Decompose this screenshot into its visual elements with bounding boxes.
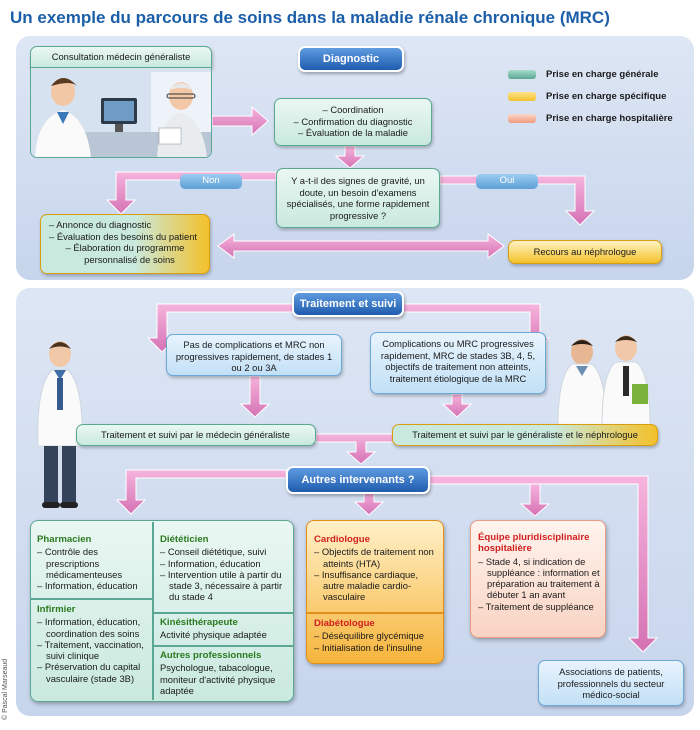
header-diagnostic: Diagnostic	[298, 46, 404, 72]
arrow-left-follow	[239, 375, 271, 418]
gp-doctor-illustration	[37, 341, 83, 508]
green-divider-h3	[152, 645, 294, 647]
green-divider-h2	[152, 612, 294, 614]
kine-text: Activité physique adaptée	[160, 629, 267, 641]
label-oui: Oui	[476, 174, 538, 189]
legend-swatch-hospital	[508, 114, 536, 123]
pharmacien-item-1: – Contrôle des prescriptions médicamente…	[37, 546, 123, 580]
cardio-list: – Objectifs de traitement non atteints (…	[314, 546, 440, 602]
follow-gp: Traitement et suivi par le médecin génér…	[76, 424, 316, 446]
pharmacien-item-2: – Information, éducation	[37, 580, 138, 592]
infirmier-item-1: – Information, éducation, coordination d…	[37, 616, 141, 639]
coordination-box: – Coordination – Confirmation du diagnos…	[274, 98, 432, 146]
autres-pro-section: Autres professionnels Psychologue, tabac…	[160, 650, 292, 696]
arrow-bidirectional	[217, 233, 505, 259]
coord-line-2: – Confirmation du diagnostic	[293, 115, 413, 127]
header-traitement: Traitement et suivi	[292, 291, 404, 317]
diabeto-title: Diabétologue	[314, 618, 375, 629]
hospital-title: Équipe pluridisciplinaire hospitalière	[478, 532, 590, 555]
arrow-right-follow	[441, 393, 473, 418]
coord-line-1: – Coordination	[322, 104, 384, 115]
legend-hospital: Prise en charge hospitalière	[546, 113, 673, 124]
infirmier-section: Infirmier – Information, éducation, coor…	[37, 604, 151, 684]
consultation-label: Consultation médecin généraliste	[30, 46, 212, 68]
pharmacien-title: Pharmacien	[37, 534, 92, 545]
specific-care-panel	[306, 520, 444, 664]
autres-pro-title: Autres professionnels	[160, 650, 262, 661]
general-care-panel	[30, 520, 294, 702]
kine-title: Kinésithérapeute	[160, 617, 238, 628]
orange-divider	[306, 612, 444, 614]
dieteticien-item-3: – Intervention utile à partir du stade 3…	[160, 568, 283, 603]
diabeto-list: – Déséquilibre glycémique – Initialisati…	[314, 630, 440, 653]
hospital-section: Équipe pluridisciplinaire hospitalière –…	[478, 532, 602, 612]
page-title: Un exemple du parcours de soins dans la …	[10, 8, 610, 27]
green-divider-v	[152, 522, 154, 700]
arrow-coord-question	[334, 145, 366, 169]
case-right: Complications ou MRC progressives rapide…	[370, 332, 546, 394]
hospital-item-1: – Stade 4, si indication de suppléance :…	[478, 555, 600, 601]
follow-gp-nephro: Traitement et suivi par le généraliste e…	[392, 424, 658, 446]
pharmacien-section: Pharmacien – Contrôle des prescriptions …	[37, 534, 151, 591]
associations-box: Associations de patients, professionnels…	[538, 660, 684, 706]
hospital-list: – Stade 4, si indication de suppléance :…	[478, 556, 602, 612]
cardio-title: Cardiologue	[314, 534, 370, 545]
dieteticien-item-1: – Conseil diététique, suivi	[160, 546, 267, 558]
dieteticien-title: Diététicien	[160, 534, 209, 545]
case-left: Pas de complications et MRC non progress…	[166, 334, 342, 376]
green-divider-h1	[30, 598, 152, 600]
arrow-non	[105, 171, 277, 215]
diabeto-section: Diabétologue – Déséquilibre glycémique –…	[314, 618, 440, 653]
legend-swatch-specific	[508, 92, 536, 101]
hospital-item-2: – Traitement de suppléance	[478, 600, 594, 612]
cardio-section: Cardiologue – Objectifs de traitement no…	[314, 534, 440, 603]
autres-pro-text: Psychologue, tabacologue, moniteur d'act…	[160, 662, 276, 696]
arrow-fan-hosp	[519, 483, 551, 517]
specialists-illustration	[557, 335, 651, 426]
nephro-box: Recours au néphrologue	[508, 240, 662, 264]
legend-swatch-general	[508, 70, 536, 79]
announcement-list: – Annonce du diagnostic – Évaluation des…	[49, 219, 201, 265]
dieteticien-item-2: – Information, éducation	[160, 557, 261, 569]
infirmier-item-3: – Préservation du capital vasculaire (st…	[37, 661, 141, 684]
arrow-consult-coord	[211, 105, 269, 137]
cardio-item-1: – Objectifs de traitement non atteints (…	[314, 546, 434, 569]
gravity-question: Y a-t-il des signes de gravité, un doute…	[276, 168, 440, 228]
cardio-item-2: – Insuffisance cardiaque, autre maladie …	[314, 568, 419, 603]
coord-line-3: – Évaluation de la maladie	[298, 127, 408, 138]
legend-general: Prise en charge générale	[546, 69, 659, 80]
dieteticien-list: – Conseil diététique, suivi – Informatio…	[160, 546, 292, 602]
pharmacien-list: – Contrôle des prescriptions médicamente…	[37, 546, 151, 591]
header-autres: Autres intervenants ?	[286, 466, 430, 494]
hospital-care-panel	[470, 520, 606, 638]
diabeto-item-1: – Déséquilibre glycémique	[314, 630, 424, 642]
announce-item-3: – Élaboration du programme personnalisé …	[65, 242, 185, 265]
infirmier-title: Infirmier	[37, 604, 76, 615]
dieteticien-section: Diététicien – Conseil diététique, suivi …	[160, 534, 292, 603]
infirmier-item-2: – Traitement, vaccination, suivi cliniqu…	[37, 638, 144, 662]
kine-section: Kinésithérapeute Activité physique adapt…	[160, 617, 292, 641]
infirmier-list: – Information, éducation, coordination d…	[37, 616, 151, 684]
announce-item-1: – Annonce du diagnostic	[49, 219, 152, 230]
label-non: Non	[180, 174, 242, 189]
legend-specific: Prise en charge spécifique	[546, 91, 667, 102]
consultation-illustration	[30, 68, 212, 158]
arrow-fan-left	[115, 469, 287, 515]
announcement-box: – Annonce du diagnostic – Évaluation des…	[40, 214, 210, 274]
announce-item-2: – Évaluation des besoins du patient	[49, 230, 198, 242]
diabeto-item-2: – Initialisation de l'insuline	[314, 641, 423, 653]
consultation-scene	[31, 68, 211, 157]
